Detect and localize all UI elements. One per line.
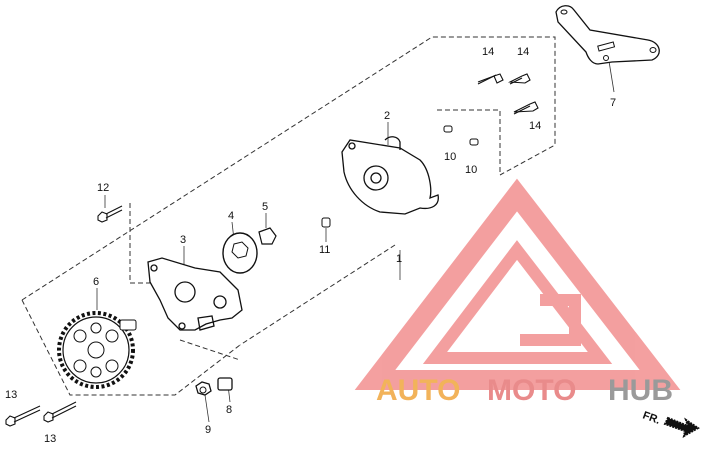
callout-6: 6 xyxy=(93,276,99,288)
leader-lines xyxy=(96,54,615,423)
part-9-nut xyxy=(195,381,212,396)
part-11-pin xyxy=(321,217,331,228)
callout-14-c: 14 xyxy=(529,120,541,132)
callout-13-b: 13 xyxy=(44,433,56,445)
part-7-bracket xyxy=(555,5,660,65)
part-4-outer-rotor xyxy=(222,232,258,274)
callout-8: 8 xyxy=(226,404,232,416)
part-13-bolts xyxy=(5,401,77,427)
wordmark-moto: MOTO xyxy=(487,374,576,407)
wordmark-hub: HUB xyxy=(608,374,673,407)
callout-9: 9 xyxy=(205,424,211,436)
callout-10-a: 10 xyxy=(444,151,456,163)
front-direction-arrow: FR. xyxy=(641,410,700,438)
callout-13-a: 13 xyxy=(5,389,17,401)
callout-7: 7 xyxy=(610,97,616,109)
part-2-pump-cover xyxy=(341,136,439,215)
assembly-frame xyxy=(21,36,556,396)
wordmark-auto: AUTO xyxy=(376,374,460,407)
part-14-bolts xyxy=(477,73,539,115)
part-3-pump-body xyxy=(147,257,243,331)
callout-14-b: 14 xyxy=(517,46,529,58)
callout-1: 1 xyxy=(396,253,402,265)
callout-5: 5 xyxy=(262,201,268,213)
callout-11: 11 xyxy=(319,244,330,256)
automotohub-wordmark: AUTO MOTO HUB xyxy=(376,374,673,407)
part-12-bolt xyxy=(97,205,123,223)
callout-10-b: 10 xyxy=(465,164,477,176)
part-10-dowel-pins xyxy=(443,125,479,146)
part-6-driven-gear xyxy=(57,311,137,389)
callout-2: 2 xyxy=(384,110,390,122)
callout-4: 4 xyxy=(228,210,234,222)
front-direction-label: FR. xyxy=(641,410,662,427)
callout-labels: 1 2 3 4 5 6 7 8 9 10 10 11 12 13 13 14 1… xyxy=(5,46,616,445)
part-5-inner-rotor xyxy=(258,227,277,245)
automotohub-logo-mark xyxy=(354,178,681,390)
part-8-collar xyxy=(217,377,233,391)
callout-12: 12 xyxy=(97,182,109,194)
callout-3: 3 xyxy=(180,234,186,246)
callout-14-a: 14 xyxy=(482,46,494,58)
